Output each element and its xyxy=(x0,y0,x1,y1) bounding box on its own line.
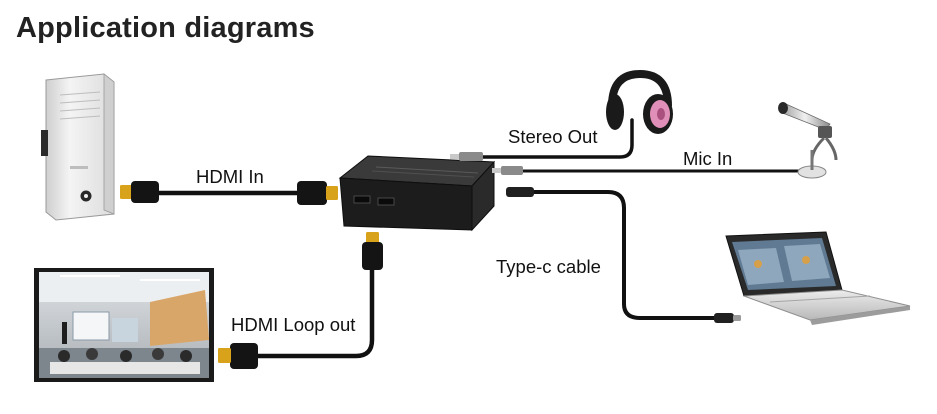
label-hdmi-loop-out: HDMI Loop out xyxy=(231,314,356,335)
stereo-out-cable xyxy=(480,118,634,159)
page-title: Application diagrams xyxy=(16,12,315,44)
hdmi-loop-out-cable xyxy=(249,265,375,359)
audio-jacks xyxy=(450,152,523,175)
capture-device-icon xyxy=(338,155,496,232)
classroom-display-icon xyxy=(34,268,214,382)
type-c-plug-device xyxy=(506,187,534,197)
hdmi-plug-pc xyxy=(120,181,159,203)
label-mic-in: Mic In xyxy=(683,148,733,169)
hdmi-plug-display xyxy=(218,343,258,369)
microphone-icon xyxy=(778,102,838,179)
label-stereo-out: Stereo Out xyxy=(508,126,598,147)
type-c-cable xyxy=(530,190,718,320)
type-c-plug-laptop xyxy=(714,313,741,323)
desktop-computer-icon xyxy=(41,73,115,221)
hdmi-plug-in xyxy=(297,181,338,205)
hdmi-plug-loop-device xyxy=(362,232,383,270)
label-type-c-cable: Type-c cable xyxy=(496,256,601,277)
label-hdmi-in: HDMI In xyxy=(196,166,264,187)
headphones-icon xyxy=(606,69,673,134)
laptop-icon xyxy=(725,231,911,325)
cables xyxy=(147,118,802,359)
